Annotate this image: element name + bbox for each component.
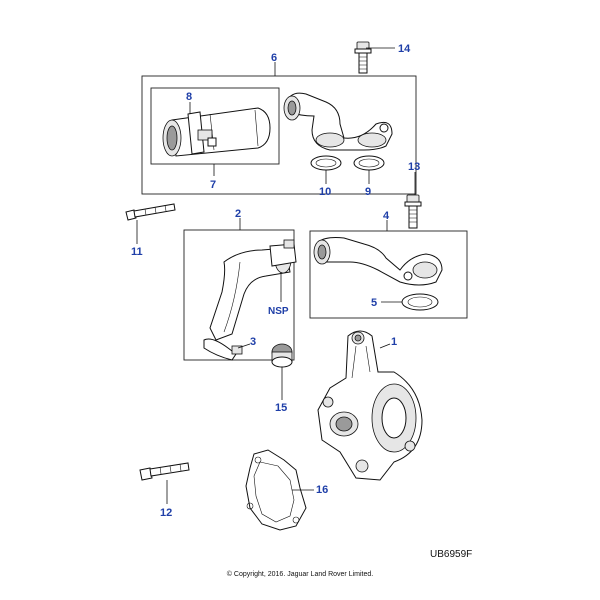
- bolt-part-13: [404, 194, 422, 229]
- callout-11: 11: [131, 246, 143, 258]
- bolt-part-14: [354, 41, 372, 74]
- o-ring-part-9: [353, 155, 385, 171]
- water-pump-part-1: [317, 330, 423, 481]
- group-box-4: [309, 230, 468, 319]
- hose-clamp-nsp: [269, 239, 297, 267]
- grommet-part-15: [271, 343, 293, 368]
- group-box-7: [150, 87, 280, 165]
- copyright-notice: © Copyright, 2016. Jaguar Land Rover Lim…: [227, 570, 373, 578]
- stud-bolt-part-11: [125, 203, 176, 221]
- callout-16: 16: [316, 484, 328, 496]
- callout-14: 14: [398, 43, 411, 55]
- gasket-part-16: [245, 449, 307, 531]
- hose-tube-part-7: [162, 107, 271, 157]
- group-box-6: [141, 75, 417, 195]
- coolant-pipe-part-6: [283, 92, 393, 151]
- callout-nsp: NSP: [268, 306, 289, 317]
- callout-1: 1: [391, 336, 397, 348]
- o-ring-part-5: [401, 293, 439, 311]
- group-box-2: [183, 229, 295, 361]
- hose-clamp-part-8: [187, 111, 217, 155]
- callout-4: 4: [383, 210, 390, 222]
- stud-bolt-part-12: [139, 462, 190, 481]
- callout-10: 10: [319, 186, 331, 198]
- callout-9: 9: [365, 186, 371, 198]
- callout-7: 7: [210, 179, 216, 191]
- callout-13: 13: [408, 161, 420, 173]
- callout-2: 2: [235, 208, 241, 220]
- callout-5: 5: [371, 297, 377, 309]
- callout-12: 12: [160, 507, 172, 519]
- callout-6: 6: [271, 52, 277, 64]
- coolant-pipe-part-4: [313, 237, 443, 286]
- o-ring-part-10: [310, 155, 342, 171]
- reference-code: UB6959F: [430, 549, 472, 560]
- callout-3: 3: [250, 336, 256, 348]
- hose-clamp-part-3: [203, 338, 243, 361]
- callout-8: 8: [186, 91, 192, 103]
- callout-15: 15: [275, 402, 287, 414]
